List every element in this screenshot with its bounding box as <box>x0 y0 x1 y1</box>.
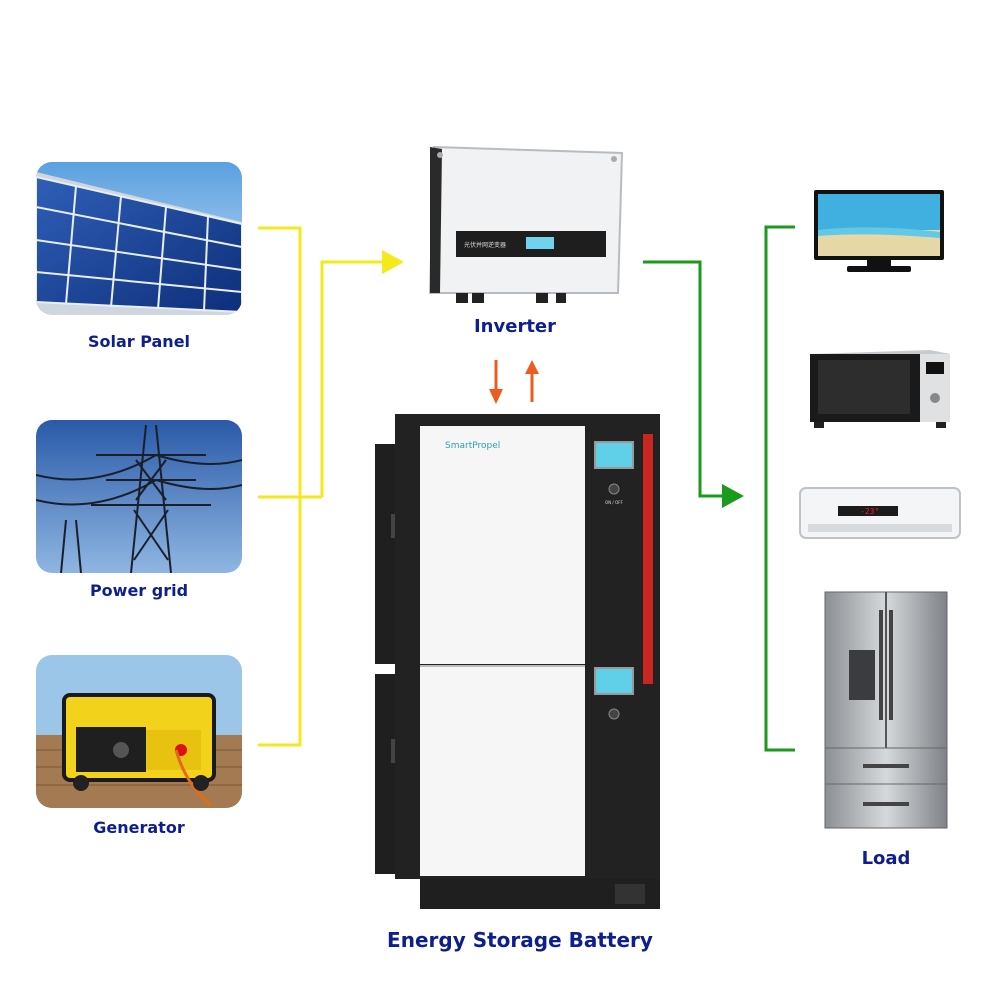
inverter-display-text: 光伏并网逆变器 <box>464 241 506 249</box>
microwave-icon <box>810 350 950 428</box>
power-tower-icon <box>36 420 242 573</box>
power-grid-label: Power grid <box>89 581 189 600</box>
battery-brand: SmartPropel <box>445 441 500 451</box>
solar-panel-label: Solar Panel <box>87 332 191 351</box>
tv-image <box>812 188 946 276</box>
generator-label: Generator <box>93 818 185 837</box>
generator-image <box>36 655 242 808</box>
microwave-image <box>808 348 952 430</box>
inverter-input-arrow <box>382 250 404 274</box>
refrigerator-image <box>823 590 949 832</box>
power-grid-image <box>36 420 242 573</box>
load-input-arrow <box>722 484 744 508</box>
inverter-label: Inverter <box>473 316 557 337</box>
air-conditioner-icon: -23° <box>799 487 961 539</box>
generator-icon <box>36 655 242 808</box>
inverter-icon: 光伏并网逆变器 <box>428 145 624 303</box>
battery-button-text: ON / OFF <box>605 500 623 505</box>
load-label: Load <box>861 848 911 869</box>
solar-panel-image <box>36 162 242 315</box>
input-lines <box>258 226 385 747</box>
battery-label: Energy Storage Battery <box>387 928 653 952</box>
refrigerator-icon <box>824 591 948 829</box>
solar-panel-icon <box>36 162 242 315</box>
inverter-image: 光伏并网逆变器 <box>426 143 626 311</box>
battery-image: SmartPropel ON / OFF <box>375 414 665 920</box>
battery-icon: SmartPropel ON / OFF <box>375 414 660 909</box>
charge-arrows <box>489 360 539 404</box>
ac-display: -23° <box>860 507 879 516</box>
air-conditioner-image: -23° <box>798 486 962 542</box>
output-lines <box>643 225 795 752</box>
tv-icon <box>814 190 944 272</box>
